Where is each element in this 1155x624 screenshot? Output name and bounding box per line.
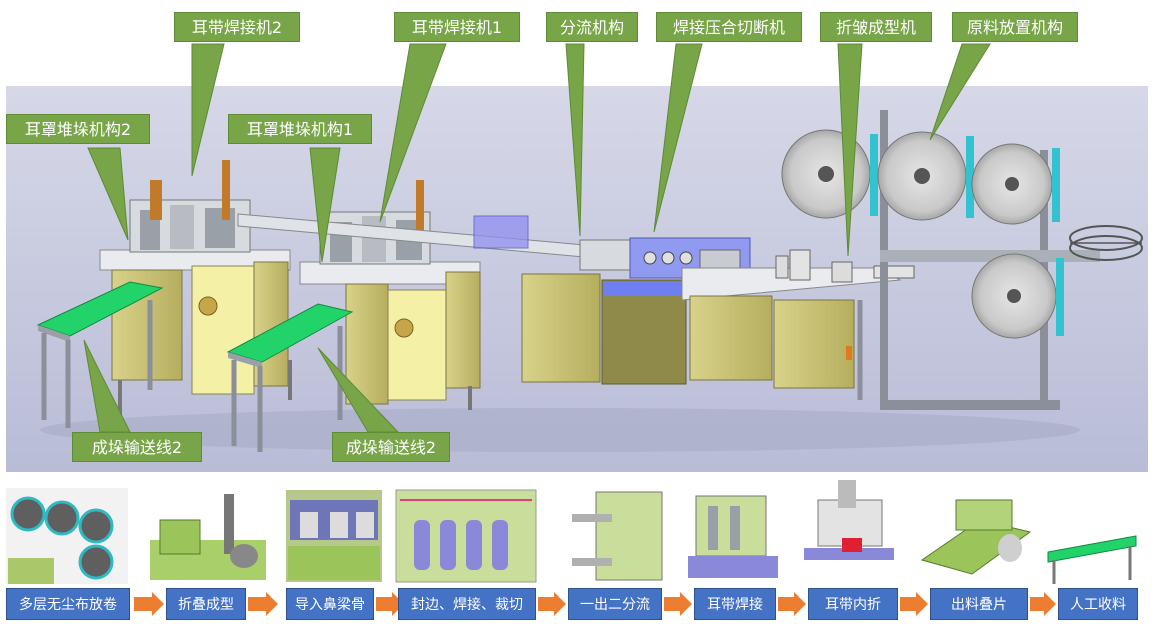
flow-arrows	[134, 592, 1056, 616]
thumb-earloop-weld	[686, 490, 780, 582]
thumb-splitting	[566, 490, 666, 582]
process-step-stacking: 出料叠片	[930, 588, 1028, 620]
callout-weld-press-cut: 焊接压合切断机	[656, 12, 802, 42]
callout-conveyor-middle: 成垛输送线2	[332, 432, 450, 462]
callout-fold-forming: 折皱成型机	[820, 12, 932, 42]
callout-mask-stacker-1: 耳罩堆垛机构1	[228, 114, 372, 144]
arrow-right-icon	[778, 592, 806, 616]
material-reel-rack	[781, 110, 1143, 410]
process-step-sealing: 封边、焊接、裁切	[398, 588, 536, 620]
floor-shadow	[40, 408, 1080, 452]
thumb-unwinding	[6, 488, 128, 584]
thumb-nose-wire	[286, 490, 382, 582]
arrow-right-icon	[134, 592, 164, 616]
arrow-right-icon	[1030, 592, 1056, 616]
blue-guard	[473, 215, 529, 249]
middle-machine	[299, 180, 481, 410]
process-step-unwinding: 多层无尘布放卷	[6, 588, 130, 620]
process-step-folding: 折叠成型	[166, 588, 246, 620]
callout-material-holder: 原料放置机构	[952, 12, 1078, 42]
left-conveyor	[36, 281, 164, 428]
process-step-nose-wire: 导入鼻梁骨	[286, 588, 374, 620]
callout-mask-stacker-2: 耳罩堆垛机构2	[6, 114, 150, 144]
arrow-right-icon	[538, 592, 566, 616]
thumb-earloop-fold	[800, 476, 896, 582]
arrow-right-icon	[376, 592, 404, 616]
central-machine	[521, 237, 751, 385]
callout-ear-welder-1: 耳带焊接机1	[394, 12, 520, 42]
thumb-stacking	[920, 492, 1034, 582]
thumb-collection	[1046, 530, 1138, 584]
thumb-folding	[148, 492, 268, 582]
step-thumbnails	[6, 476, 1138, 584]
right-machine	[681, 249, 915, 400]
process-step-collection: 人工收料	[1058, 588, 1138, 620]
arrow-right-icon	[664, 592, 692, 616]
callout-splitter: 分流机构	[546, 12, 638, 42]
process-step-splitting: 一出二分流	[568, 588, 662, 620]
callout-pointers	[83, 43, 991, 433]
process-step-earloop-weld: 耳带焊接	[694, 588, 776, 620]
process-step-earloop-fold: 耳带内折	[808, 588, 898, 620]
callout-conveyor-left: 成垛输送线2	[72, 432, 202, 462]
arrow-right-icon	[248, 592, 278, 616]
arrow-right-icon	[900, 592, 928, 616]
callout-ear-welder-2: 耳带焊接机2	[174, 12, 300, 42]
thumb-sealing	[395, 489, 537, 583]
